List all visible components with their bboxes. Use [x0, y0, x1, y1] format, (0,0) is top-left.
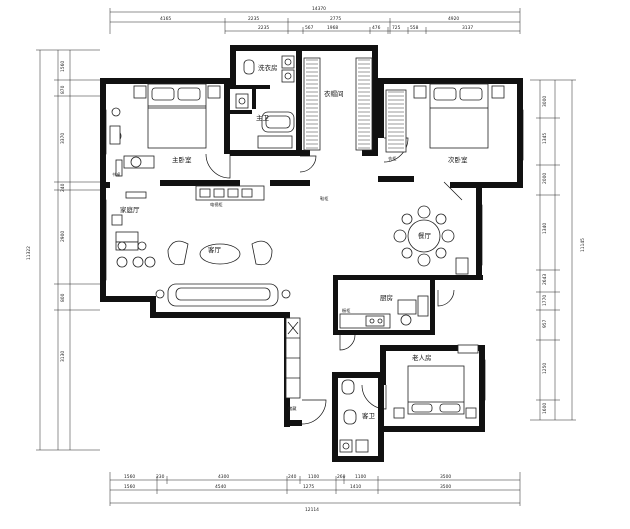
note-shoe: 鞋柜 [320, 195, 328, 202]
dim-top-r3-6: 3137 [462, 25, 473, 31]
dim-top-b: 2235 [248, 16, 259, 22]
dim-right-7: 1250 [542, 363, 548, 374]
laundry-fixtures [235, 55, 295, 149]
second-bed [385, 83, 505, 153]
dim-left-total: 11322 [26, 246, 32, 260]
family-seating [111, 214, 156, 268]
dim-bot-r1-0: 1560 [124, 474, 135, 480]
room-label-second: 次卧室 [448, 155, 468, 164]
dim-top-r3-3: 476 [372, 25, 381, 31]
dim-left-2: 3370 [60, 133, 66, 144]
note-cabinet: 橱柜 [342, 307, 350, 314]
left-dimensions: 11322 1560 870 3370 240 2900 800 3130 [26, 49, 100, 451]
dim-left-1: 870 [60, 85, 66, 94]
dim-bot-r1-1: 230 [156, 474, 165, 480]
dim-top-r3-5: 558 [410, 25, 419, 31]
dim-bot-r1-4: 1100 [308, 474, 319, 480]
note-tv: 电视柜 [210, 201, 223, 208]
dim-bot-r2-1: 4540 [215, 484, 226, 490]
dim-top-c: 2775 [330, 16, 341, 22]
dim-top-r3-2: 1968 [327, 25, 338, 31]
elder-bed [393, 344, 479, 419]
note-storage: 储藏 [288, 405, 297, 412]
dim-bot-r1-6: 1100 [355, 474, 366, 480]
room-label-dining: 餐厅 [418, 231, 432, 240]
annotations: 书桌 电视柜 衣柜 储藏 橱柜 鞋柜 [112, 155, 396, 412]
dim-right-0: 3000 [542, 96, 548, 107]
master-desk [109, 107, 155, 177]
room-label-elder: 老人房 [412, 353, 432, 362]
dim-left-5: 800 [60, 293, 66, 302]
doors [205, 137, 463, 425]
dining-set [393, 205, 469, 275]
dim-top-r3-0: 2235 [258, 25, 269, 31]
dim-right-total: 11145 [580, 238, 586, 252]
guest-wc-fixtures [339, 379, 369, 453]
dim-top-r3-4: 725 [392, 25, 401, 31]
master-bed [133, 83, 221, 149]
room-label-master-bath: 主卫 [256, 113, 270, 122]
dim-top-total: 14370 [312, 6, 326, 12]
dim-bot-r2-0: 1560 [124, 484, 135, 490]
dim-left-0: 1560 [60, 61, 66, 72]
dim-left-4: 2900 [60, 231, 66, 242]
dim-bot-r1-2: 4300 [218, 474, 229, 480]
room-label-kitchen: 厨房 [380, 293, 393, 302]
dim-right-6: 957 [542, 319, 548, 328]
cloakroom-wardrobes [303, 57, 373, 151]
dim-bot-r2-4: 3500 [440, 484, 451, 490]
dim-bot-r2-2: 1275 [303, 484, 314, 490]
dim-right-1: 1345 [542, 133, 548, 144]
dim-top-d: 4920 [448, 16, 459, 22]
dim-right-3: 1340 [542, 223, 548, 234]
dim-bot-r2-3: 1410 [350, 484, 361, 490]
dim-right-5: 1770 [542, 295, 548, 306]
dim-top-a: 4165 [160, 16, 171, 22]
dim-bot-total: 12114 [305, 507, 319, 513]
note-desk: 书桌 [112, 171, 121, 178]
room-label-wc: 客卫 [362, 411, 376, 420]
dim-right-2: 2000 [542, 173, 548, 184]
bottom-dimensions: 1560 230 4300 240 1100 260 1100 3500 156… [109, 472, 521, 513]
dim-left-3: 240 [60, 183, 66, 192]
room-label-living: 客厅 [208, 245, 222, 254]
room-label-cloakroom: 衣帽间 [324, 89, 344, 98]
dim-right-4: 2643 [542, 274, 548, 285]
dim-top-r3-1: 567 [305, 25, 314, 31]
note-wardrobe: 衣柜 [388, 155, 396, 162]
dim-left-6: 3130 [60, 351, 66, 362]
living-furniture [155, 240, 291, 307]
dim-bot-r1-5: 260 [337, 474, 346, 480]
kitchen-fixtures [339, 295, 429, 329]
tv-cabinet [125, 185, 265, 201]
storage-cabinet [285, 317, 301, 399]
room-label-family: 家庭厅 [120, 205, 140, 214]
room-label-master: 主卧室 [172, 155, 192, 164]
room-labels: 主卧室 衣帽间 次卧室 洗衣房 主卫 客厅 家庭厅 餐厅 厨房 老人房 客卫 [120, 63, 468, 420]
dim-bot-r1-3: 240 [288, 474, 297, 480]
windows [101, 45, 524, 401]
right-dimensions: 11145 3000 1345 2000 1340 2643 1770 957 … [530, 79, 586, 421]
room-label-laundry: 洗衣房 [258, 63, 278, 72]
top-dimensions: 14370 4165 2235 2775 4920 2235 567 1968 … [109, 6, 521, 34]
dim-right-8: 1600 [542, 403, 548, 414]
dim-bot-r1-7: 3500 [440, 474, 451, 480]
